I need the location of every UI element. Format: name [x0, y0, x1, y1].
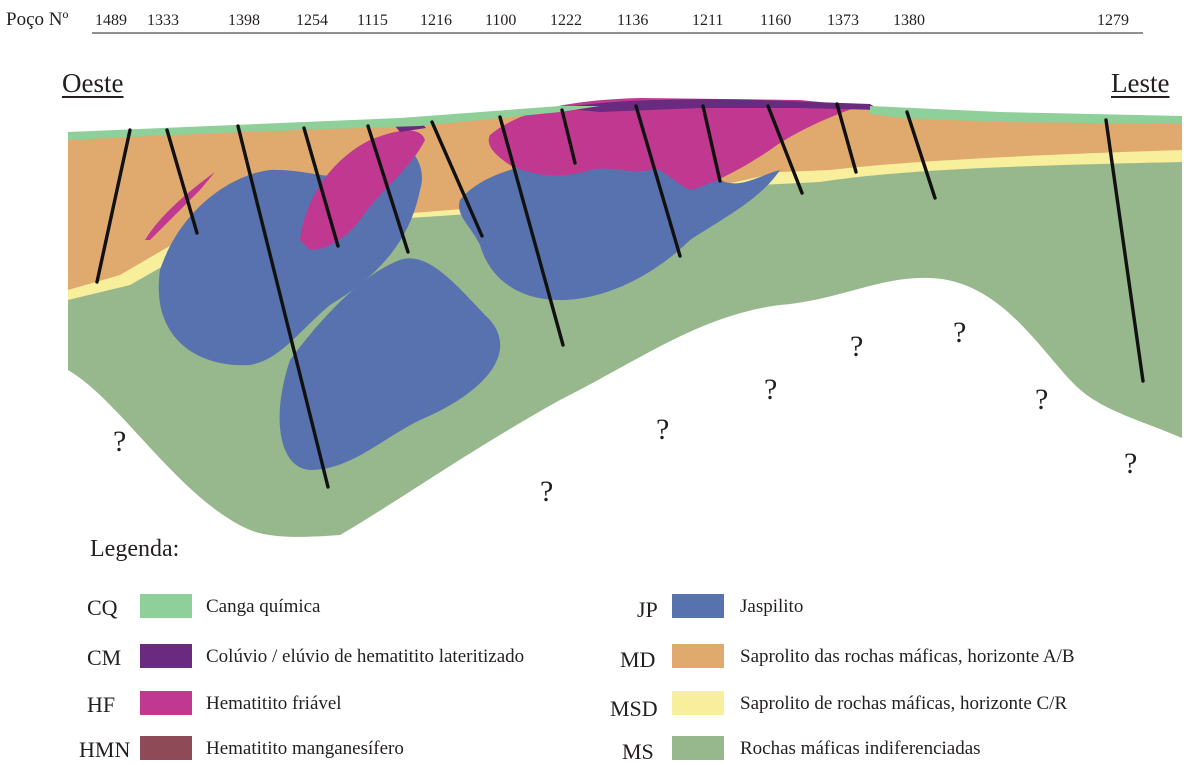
- well-number: 1373: [827, 12, 859, 29]
- legend-label: Hematitito friável: [206, 693, 342, 714]
- unit-hf-east: [488, 98, 860, 190]
- well-number: 1489: [95, 12, 127, 29]
- unit-cq: [68, 106, 600, 140]
- unit-cm: [560, 99, 880, 112]
- legend-swatch-ms: [672, 736, 724, 760]
- drill-hole-1115: [366, 124, 410, 254]
- well-number: 1279: [1097, 12, 1129, 29]
- legend-code: CM: [87, 645, 122, 670]
- well-number: 1211: [692, 12, 724, 29]
- unknown-mark: ?: [656, 413, 670, 446]
- well-number: 1136: [617, 12, 649, 29]
- legend-swatch-jp: [672, 594, 724, 618]
- unknown-mark: ?: [764, 373, 778, 406]
- drill-hole-1254: [302, 126, 340, 248]
- well-number: 1398: [228, 12, 260, 29]
- drill-hole-1279: [1104, 118, 1145, 383]
- legend-code: MD: [620, 647, 656, 672]
- well-number: 1333: [147, 12, 179, 29]
- drill-hole-1398: [236, 124, 330, 489]
- unknown-mark: ?: [113, 425, 127, 458]
- unknown-mark: ?: [1035, 383, 1049, 416]
- west-label: Oeste: [62, 68, 124, 98]
- legend-swatch-msd: [672, 691, 724, 715]
- drill-hole-1100: [498, 115, 565, 347]
- drill-hole-1160: [766, 104, 804, 195]
- drill-hole-1380: [905, 110, 937, 200]
- legend-code: MS: [622, 739, 654, 764]
- unknown-mark: ?: [850, 330, 864, 363]
- legend-code: JP: [637, 597, 658, 622]
- legend-label: Hematitito manganesífero: [206, 738, 404, 759]
- unit-md: [68, 104, 1182, 290]
- drill-hole-1222: [560, 108, 577, 165]
- legend-swatch-hmn: [140, 736, 192, 760]
- east-label: Leste: [1111, 68, 1170, 98]
- drill-hole-1211: [701, 104, 722, 183]
- legend-code: MSD: [610, 696, 658, 721]
- legend-title: Legenda:: [90, 536, 180, 562]
- drill-hole-1489: [95, 128, 132, 284]
- well-number: 1222: [550, 12, 582, 29]
- legend-swatch-hf: [140, 691, 192, 715]
- drill-hole-1216: [430, 120, 484, 238]
- unit-cq-east: [870, 106, 1182, 124]
- legend-label: Canga química: [206, 596, 321, 617]
- legend-swatch-cq: [140, 594, 192, 618]
- drill-hole-1373: [835, 102, 858, 174]
- legend-code: CQ: [87, 595, 118, 620]
- well-number: 1115: [357, 12, 388, 29]
- unit-jp-body-2: [279, 258, 501, 470]
- well-number: 1100: [485, 12, 517, 29]
- legend-label: Saprolito das rochas máficas, horizonte …: [740, 646, 1075, 667]
- legend-label: Rochas máficas indiferenciadas: [740, 738, 981, 759]
- drill-hole-1333: [165, 128, 199, 235]
- legend-swatch-md: [672, 644, 724, 668]
- unit-hf-finger: [145, 172, 215, 240]
- unknown-mark: ?: [540, 475, 554, 508]
- well-number: 1380: [893, 12, 925, 29]
- well-number: 1216: [420, 12, 452, 29]
- drill-holes: [95, 102, 1145, 489]
- drill-hole-1136: [634, 104, 682, 258]
- well-number: 1160: [760, 12, 792, 29]
- legend-label: Jaspilito: [740, 596, 804, 617]
- poco-label: Poço Nº: [6, 9, 69, 30]
- legend-code: HF: [87, 692, 116, 717]
- legend-label: Saprolito de rochas máficas, horizonte C…: [740, 693, 1068, 714]
- unknown-mark: ?: [1124, 447, 1138, 480]
- legend-swatch-cm: [140, 644, 192, 668]
- legend-code: HMN: [79, 737, 131, 762]
- unknown-mark: ?: [953, 316, 967, 349]
- legend-label: Colúvio / elúvio de hematitito lateritiz…: [206, 646, 525, 667]
- well-number: 1254: [296, 12, 328, 29]
